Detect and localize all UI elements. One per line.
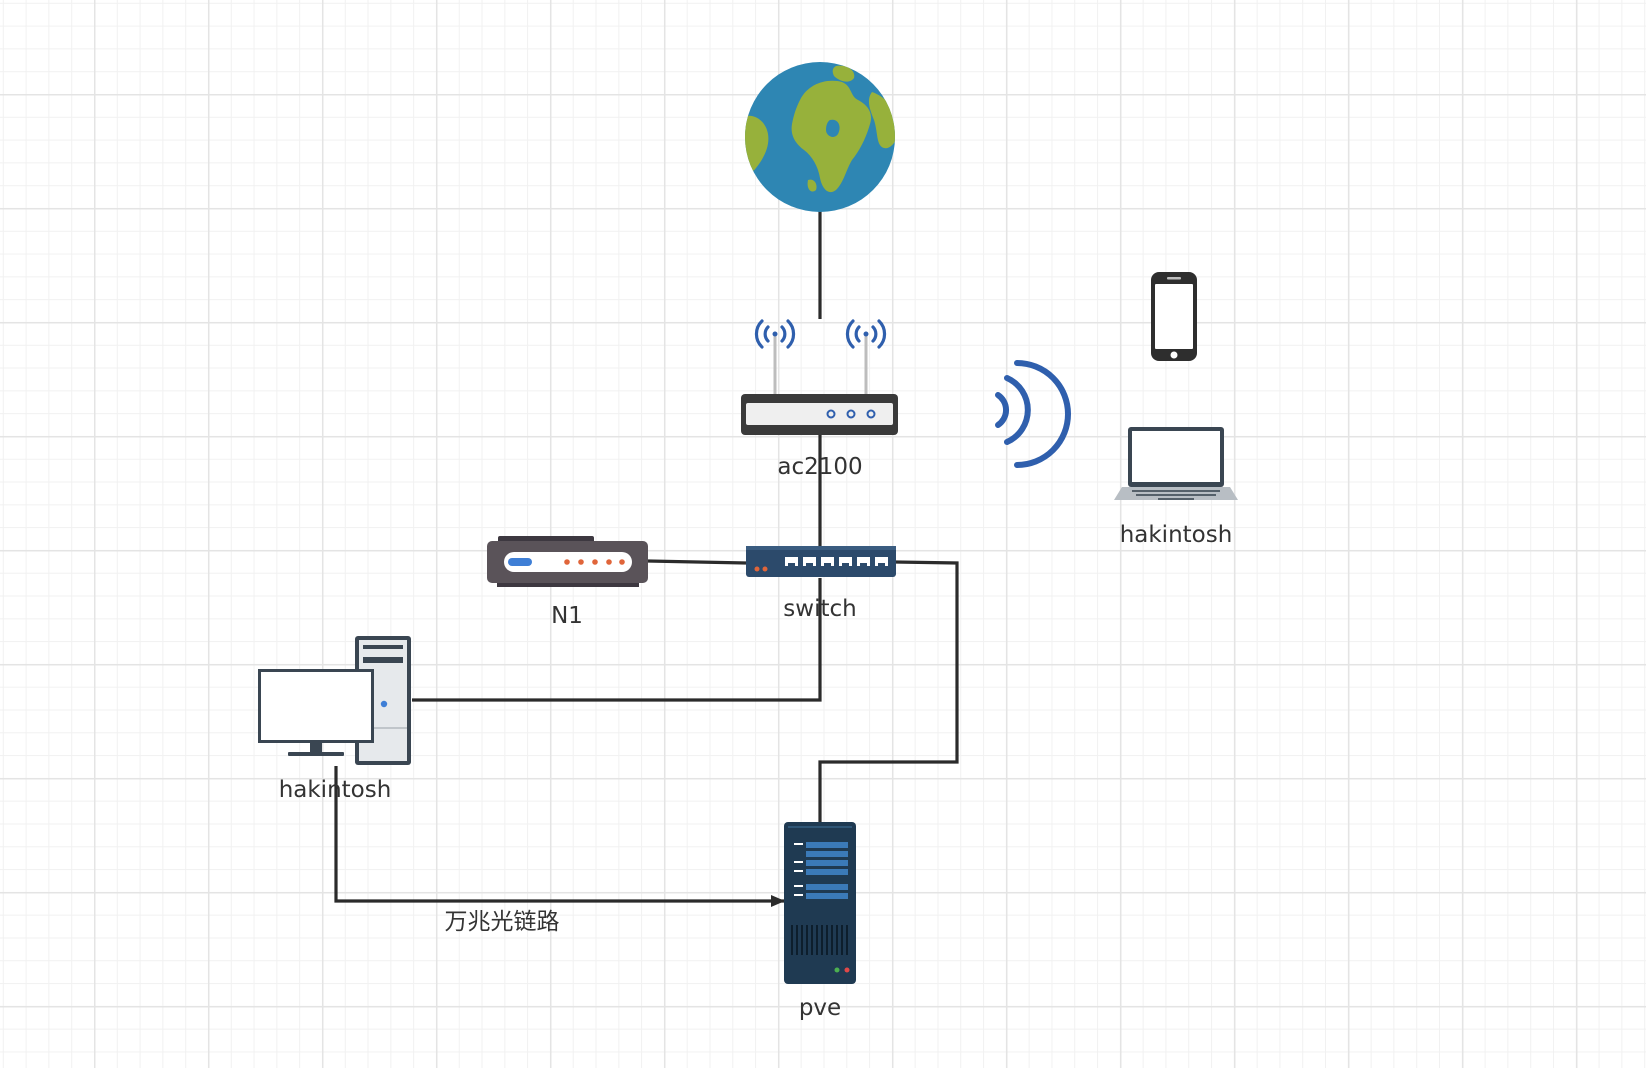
- set-top-box-icon[interactable]: [487, 536, 648, 587]
- laptop-icon[interactable]: [1114, 427, 1238, 500]
- edge-switch-desktop[interactable]: [412, 578, 822, 702]
- n1-label: N1: [551, 603, 583, 629]
- edge-n1-switch[interactable]: [647, 559, 747, 565]
- laptop-label: hakintosh: [1120, 522, 1233, 548]
- globe-icon[interactable]: [741, 62, 899, 212]
- edge-switch-pve[interactable]: [818, 560, 959, 822]
- edge-desktop-pve-fiber[interactable]: [334, 766, 785, 907]
- smartphone-icon[interactable]: [1151, 272, 1197, 361]
- network-switch-icon[interactable]: [746, 546, 896, 577]
- pve-label: pve: [799, 995, 841, 1021]
- switch-label: switch: [783, 596, 856, 622]
- server-rack-icon[interactable]: [784, 822, 856, 984]
- wifi-router-icon[interactable]: [741, 319, 898, 435]
- wifi-signal-icon: [995, 360, 1071, 468]
- router-label: ac2100: [777, 454, 862, 480]
- fiber-link-label: 万兆光链路: [445, 909, 560, 935]
- desktop-label: hakintosh: [279, 777, 392, 803]
- desktop-computer-icon[interactable]: [258, 636, 411, 765]
